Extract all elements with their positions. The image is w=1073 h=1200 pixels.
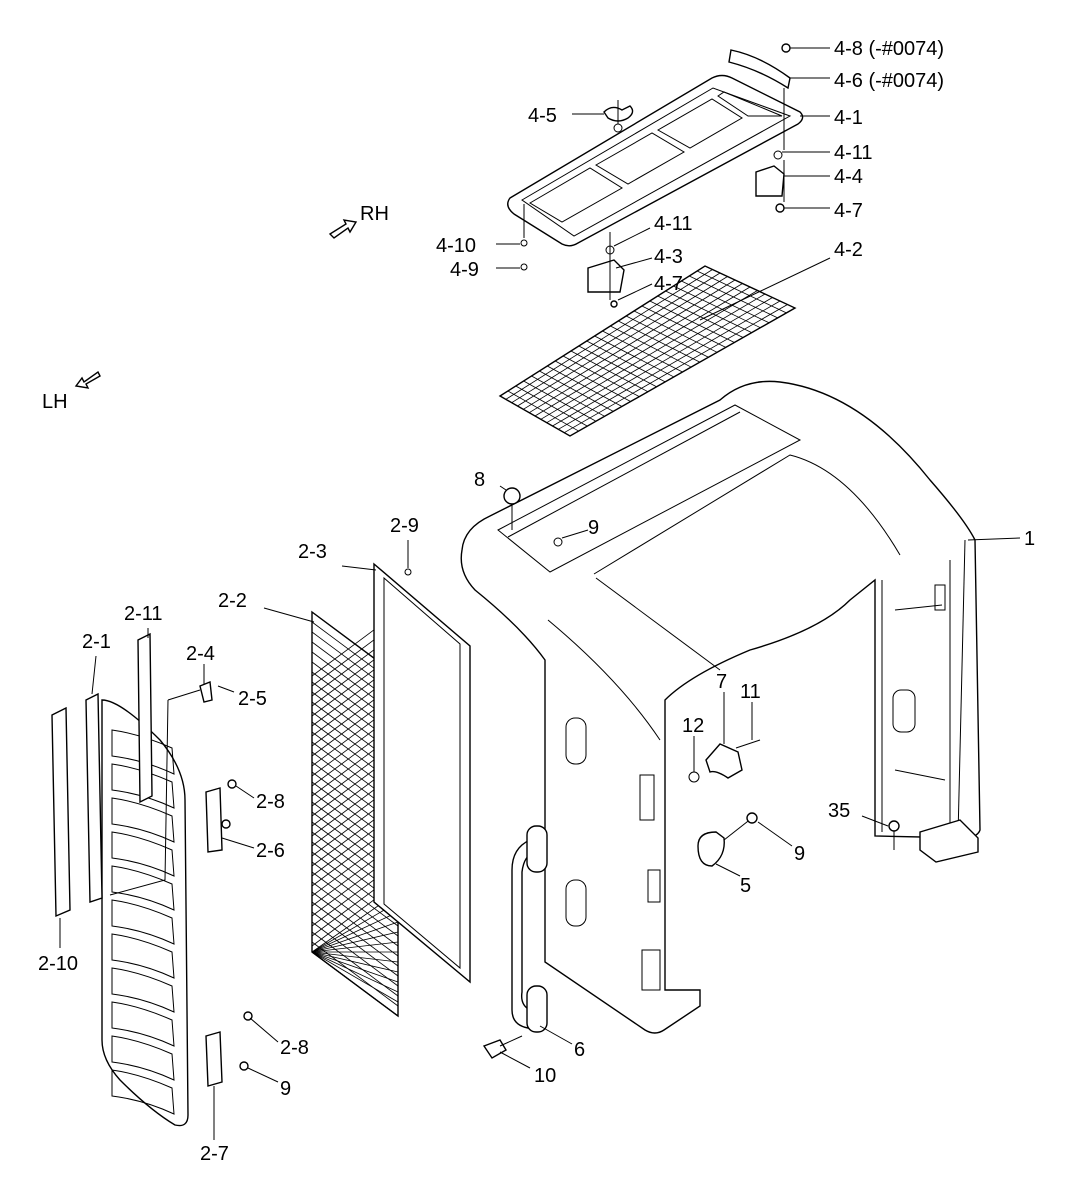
callout-9-bracket: 9 [794,843,805,865]
grille-strips [51,632,201,918]
grille-frame [373,562,471,984]
callout-4-7-upper: 4-7 [834,200,863,222]
callout-4-9: 4-9 [450,259,479,281]
leader-lines [59,47,1021,1140]
direction-lh: LH [42,391,68,413]
callout-2-2: 2-2 [218,590,247,612]
callout-2-4: 2-4 [186,643,215,665]
callout-2-5: 2-5 [238,688,267,710]
callout-7: 7 [716,671,727,693]
callout-4-3: 4-3 [654,246,683,268]
lh-arrow-icon [74,370,101,389]
top-mesh-screen [498,265,797,437]
top-cover-frame [507,74,804,247]
callout-5: 5 [740,875,751,897]
rh-arrow-icon [328,219,358,239]
callout-8: 8 [474,469,485,491]
callout-4-7-lower: 4-7 [654,273,683,295]
grille-hinges [199,681,253,1087]
handle [482,825,548,1059]
callout-2-7: 2-7 [200,1143,229,1165]
direction-rh: RH [360,203,389,225]
callout-11: 11 [740,681,761,703]
callout-4-5: 4-5 [528,105,557,127]
callout-4-8: 4-8 (-#0074) [834,38,944,60]
callout-2-11: 2-11 [124,603,163,625]
callout-4-1: 4-1 [834,107,863,129]
hood-body [460,380,981,1034]
callout-12: 12 [682,715,704,737]
callout-35: 35 [828,800,850,822]
callout-9-grille: 9 [280,1078,291,1100]
callout-2-9: 2-9 [390,515,419,537]
callout-2-8-lower: 2-8 [280,1037,309,1059]
callout-2-3: 2-3 [298,541,327,563]
callout-2-6: 2-6 [256,840,285,862]
callout-10: 10 [534,1065,556,1087]
callout-4-11-upper: 4-11 [834,142,873,164]
callout-4-4: 4-4 [834,166,863,188]
callout-4-10: 4-10 [436,235,476,257]
callout-9-top: 9 [588,517,599,539]
callout-4-6: 4-6 (-#0074) [834,70,944,92]
callout-4-2: 4-2 [834,239,863,261]
callout-2-8-upper: 2-8 [256,791,285,813]
callout-2-1: 2-1 [82,631,111,653]
hood-brackets [553,537,900,867]
callout-4-11-lower: 4-11 [654,213,693,235]
part-callouts: 4-8 (-#0074) 4-6 (-#0074) 4-5 4-1 4-11 4… [38,38,1035,1165]
callout-1: 1 [1024,528,1035,550]
callout-2-10: 2-10 [38,953,78,975]
top-cover-bar [728,49,791,90]
callout-6: 6 [574,1039,585,1061]
